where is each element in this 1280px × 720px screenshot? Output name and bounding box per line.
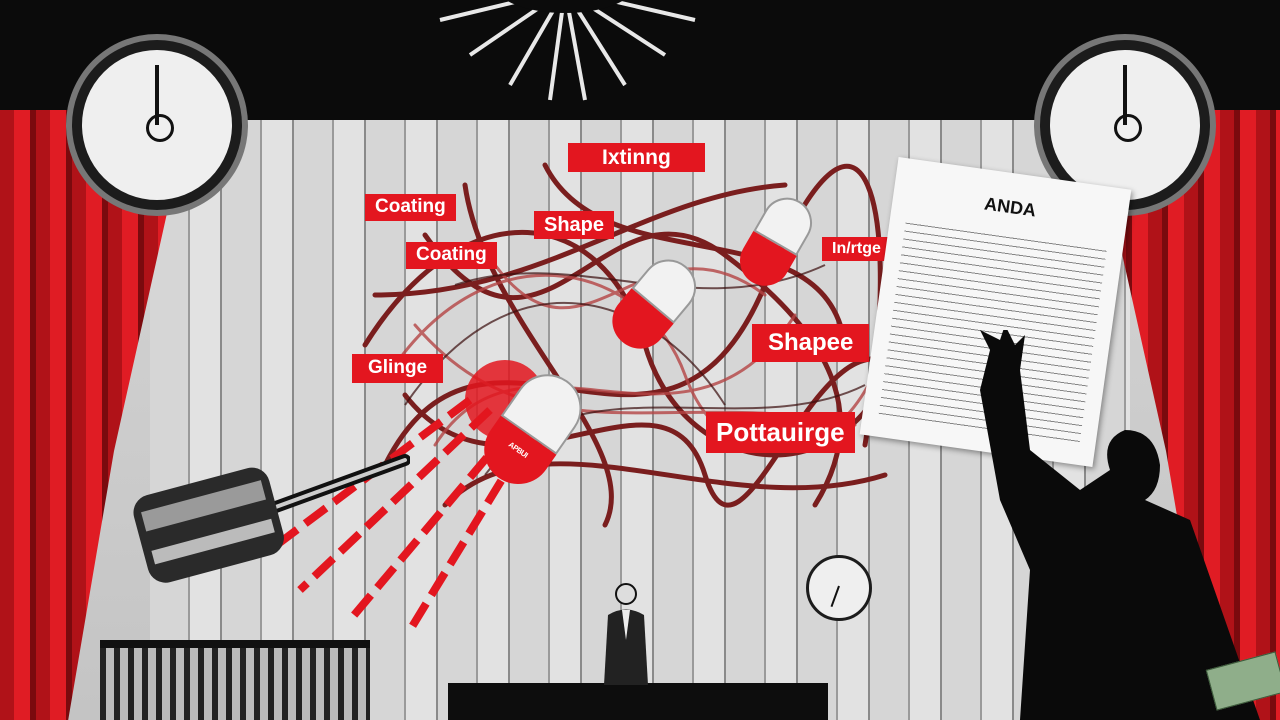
red-splash (267, 360, 545, 633)
man-silhouette (980, 330, 1260, 720)
label-inrtge: In/rtge (822, 237, 891, 261)
gavel-icon (133, 454, 410, 583)
label-top-garbled: Ɩxtinng (568, 143, 705, 173)
small-man-figure (604, 583, 648, 685)
small-wall-clock-icon (806, 555, 872, 621)
label-coating-2: Coating (406, 242, 497, 269)
sound-block-podium (100, 640, 370, 720)
label-shapee: Shapee (752, 324, 870, 363)
label-coating: Coating (365, 194, 456, 221)
label-pottauirge: Pottauirge (706, 412, 855, 453)
left-wall-clock-icon (72, 40, 242, 210)
label-shape: Shape (534, 211, 615, 239)
label-glinge: Glinge (352, 354, 444, 383)
judge-desk (448, 683, 828, 720)
sunburst-emblem (439, 0, 696, 101)
